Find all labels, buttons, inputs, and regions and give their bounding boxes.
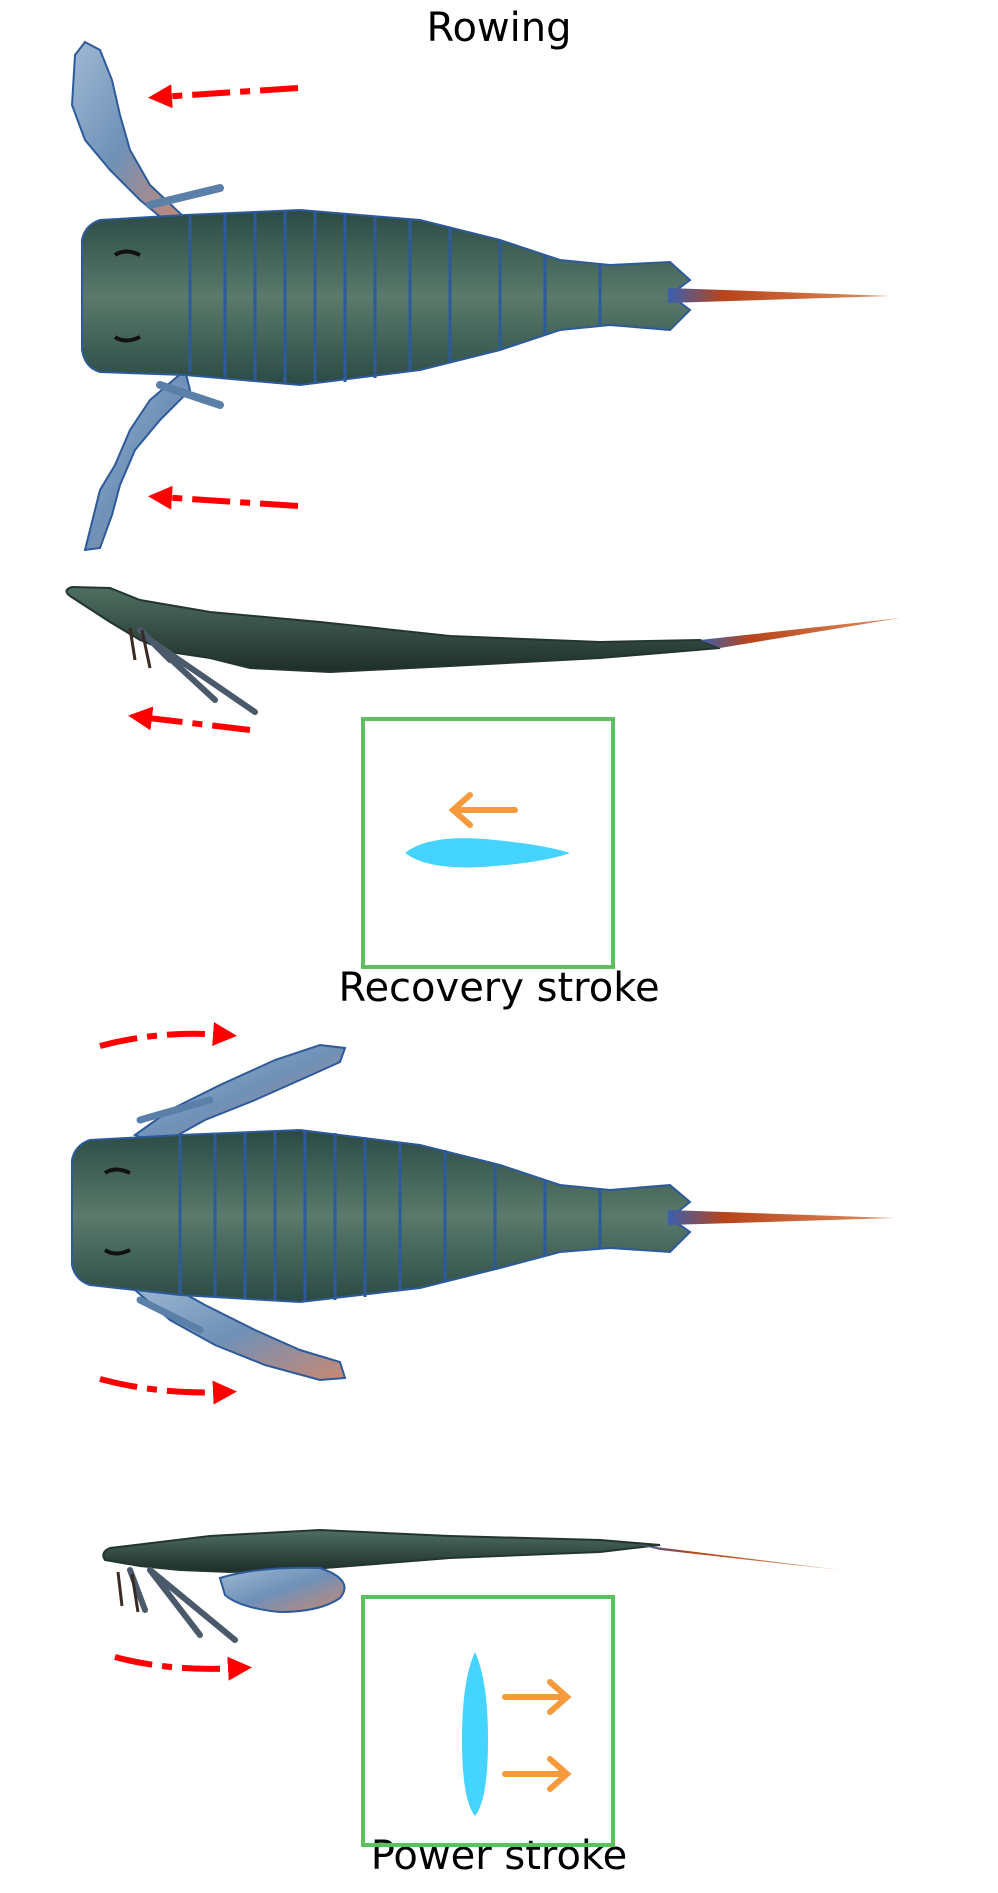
upper-swimming-leg-power	[132, 1043, 347, 1147]
flow-arrows-power	[502, 1679, 572, 1792]
power-inset-frame	[361, 1595, 615, 1847]
lower-swimming-leg-power	[133, 1278, 347, 1382]
recovery-stroke-caption: Recovery stroke	[338, 965, 660, 1011]
eurypterid-dorsal-recovery	[70, 40, 890, 552]
telson	[668, 288, 890, 303]
motion-arrow-power-lateral	[114, 1654, 252, 1681]
body-lateral	[65, 585, 721, 674]
motion-arrows-power-dorsal	[99, 1022, 237, 1405]
lower-swimming-leg	[83, 368, 192, 552]
swimming-paddle-lateral	[218, 1566, 346, 1614]
upper-swimming-leg	[70, 40, 187, 227]
paddle-blade-power	[462, 1652, 488, 1816]
recovery-inset	[361, 717, 615, 969]
eurypterid-lateral-recovery	[65, 585, 900, 715]
motion-arrows-recovery-dorsal	[148, 84, 299, 510]
body-dorsal	[81, 208, 692, 387]
eurypterid-lateral-power	[102, 1528, 840, 1643]
power-inset	[361, 1595, 615, 1847]
power-stroke-caption: Power stroke	[370, 1833, 628, 1879]
telson-power	[668, 1210, 895, 1225]
paddle-blade-recovery	[405, 838, 570, 868]
recovery-inset-frame	[361, 717, 615, 969]
flow-arrow-recovery	[448, 792, 518, 828]
body-dorsal-power	[71, 1128, 692, 1304]
motion-arrow-recovery-lateral	[128, 706, 251, 733]
figure-title: Rowing	[426, 5, 572, 51]
body-lateral-power	[102, 1528, 661, 1574]
eurypterid-dorsal-power	[71, 1043, 895, 1382]
